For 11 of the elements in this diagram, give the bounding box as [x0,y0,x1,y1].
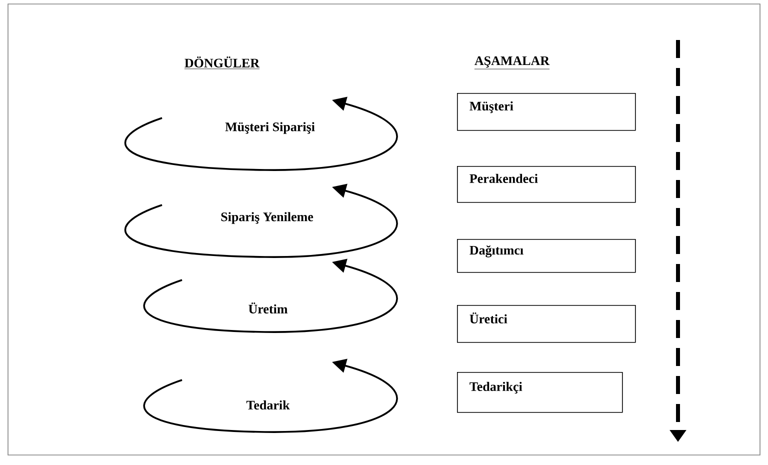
stage-box: Üretici [457,305,636,343]
cycle-label: Üretim [248,302,288,314]
stage-box: Tedarikçi [457,372,623,413]
column-heading: AŞAMALAR [474,56,550,70]
column-heading: DÖNGÜLER [184,56,260,70]
stage-box: Müşteri [457,93,636,131]
stage-box: Perakendeci [457,166,636,203]
cycle-label: Sipariş Yenileme [221,212,314,224]
stage-box: Dağıtımcı [457,238,636,273]
cycle-label: Müşteri Siparişi [225,122,315,134]
cycle-label: Tedarik [246,400,290,410]
